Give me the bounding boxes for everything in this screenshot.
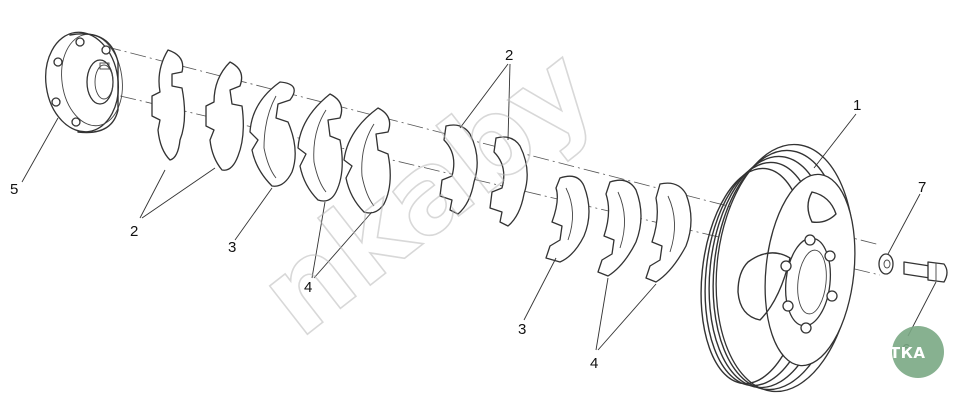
callout-2-left: 2 bbox=[130, 223, 138, 240]
shim-group-left bbox=[151, 49, 391, 214]
callout-7: 7 bbox=[918, 179, 926, 196]
callout-4-left: 4 bbox=[304, 279, 312, 296]
callout-2-right: 2 bbox=[505, 47, 513, 64]
callout-3-right: 3 bbox=[518, 321, 526, 338]
callout-4-right: 4 bbox=[590, 355, 598, 372]
bolt bbox=[903, 261, 948, 283]
pulley bbox=[700, 143, 856, 393]
callout-3-left: 3 bbox=[228, 239, 236, 256]
hub-flange bbox=[45, 31, 123, 134]
logo-text: АГРОТКА bbox=[843, 344, 926, 362]
shim-group-right bbox=[439, 124, 692, 283]
callout-5: 5 bbox=[10, 181, 18, 198]
callout-1: 1 bbox=[853, 97, 861, 114]
washer bbox=[878, 253, 894, 275]
agrotka-logo: АГРОТКА bbox=[843, 326, 944, 378]
